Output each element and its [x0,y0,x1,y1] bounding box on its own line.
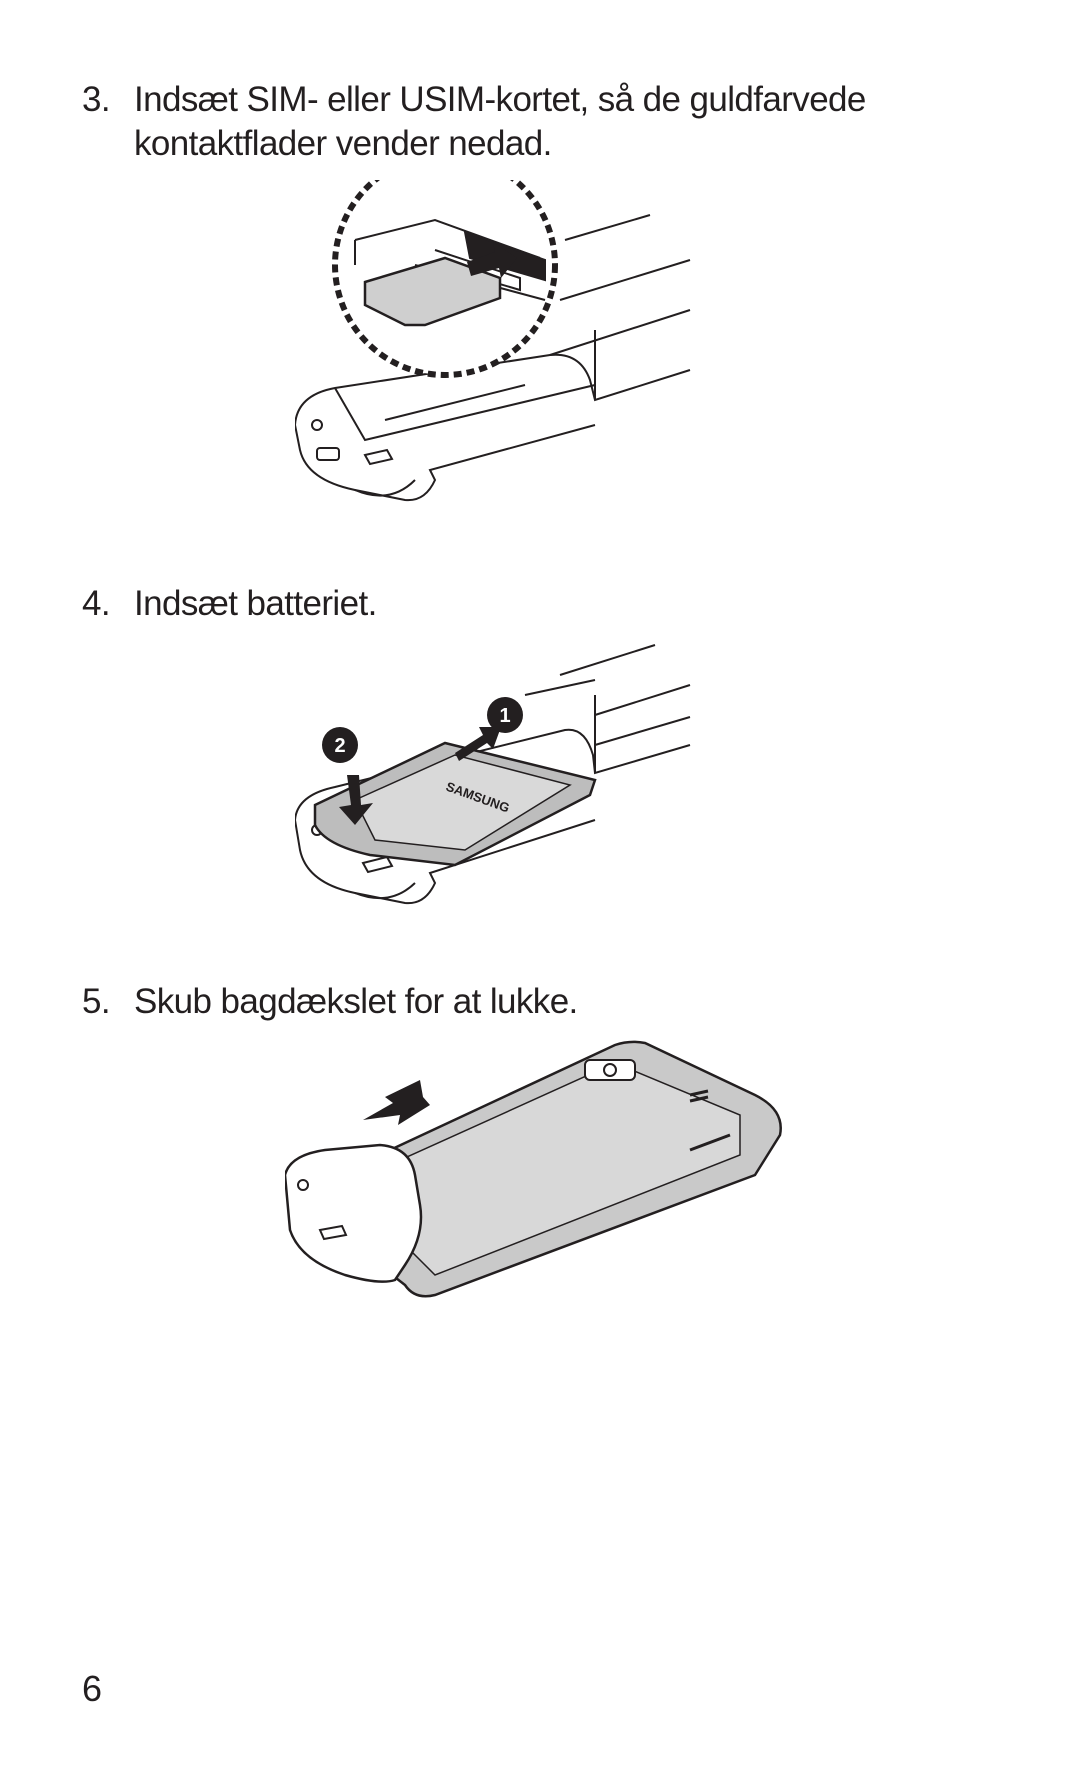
battery-insert-illustration: SAMSUNG 2 1 [295,644,691,905]
step-text: Skub bagdækslet for at lukke. [134,982,578,1021]
callout-1-icon [487,697,523,733]
step-3: 3. Indsæt SIM- eller USIM-kortet, så de … [82,78,982,166]
step-4: 4. Indsæt batteriet. [82,582,982,626]
usb-port [318,1224,348,1241]
step-text: Indsæt SIM- eller USIM-kortet, så de gul… [134,80,866,163]
step-number: 4. [82,584,111,623]
slide-arrow-icon [363,1080,430,1125]
callout-2-label: 2 [334,735,345,757]
up-arrow-icon [455,727,501,761]
phone-outline [285,1143,423,1283]
sim-insert-illustration [295,180,691,502]
insert-arrow-icon [467,242,517,278]
down-arrow-icon [339,775,373,825]
usb-port [363,448,394,466]
callout-1-label: 1 [499,705,510,727]
usb-port [361,855,394,874]
close-cover-illustration [285,1040,782,1298]
callout-2-icon [322,727,358,763]
step-number: 3. [82,80,111,119]
step-5: 5. Skub bagdækslet for at lukke. [82,980,982,1024]
step-text: Indsæt batteriet. [134,584,377,623]
phone-outline [295,728,691,821]
camera-icon [584,1059,636,1081]
sim-card [363,256,502,327]
step-number: 5. [82,982,111,1021]
page-number: 6 [82,1668,103,1709]
speaker-grille [689,1089,709,1103]
